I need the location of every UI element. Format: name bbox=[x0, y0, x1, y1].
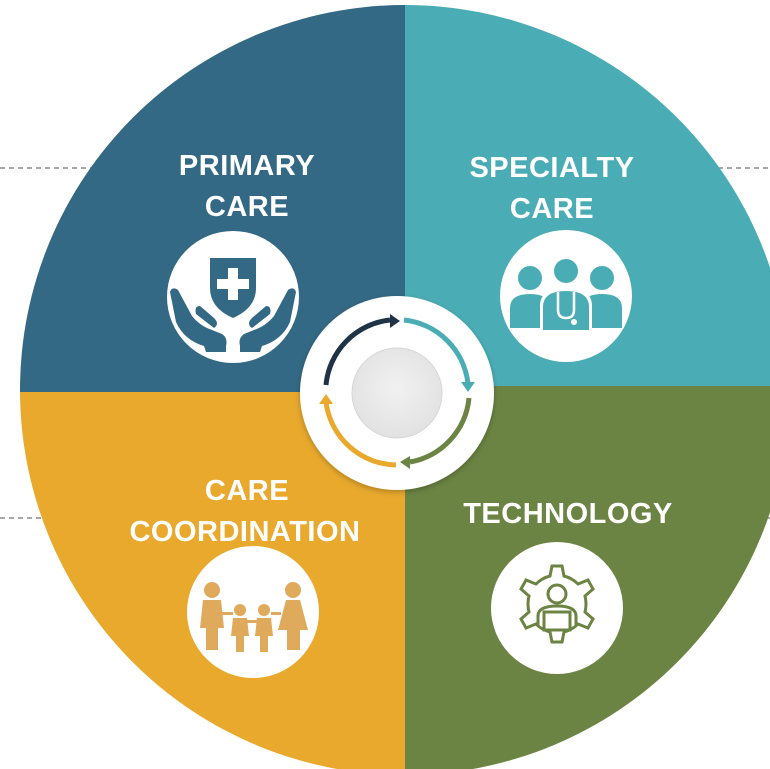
care-coordination-label-line2: COORDINATION bbox=[129, 516, 360, 548]
technology-label: TECHNOLOGY bbox=[463, 498, 673, 530]
care-coordination-label-line1: CARE bbox=[205, 475, 289, 507]
family-icon bbox=[187, 546, 319, 678]
hands-shield-cross-icon bbox=[167, 231, 299, 363]
medical-team-icon bbox=[500, 230, 632, 362]
specialty-care-label-line2: CARE bbox=[510, 193, 594, 225]
gear-user-icon bbox=[491, 542, 623, 674]
specialty-care-label-line1: SPECIALTY bbox=[469, 152, 634, 184]
primary-care-label-line1: PRIMARY bbox=[179, 150, 315, 182]
primary-care-label-line2: CARE bbox=[205, 191, 289, 223]
cycle-arrows-icon bbox=[300, 296, 494, 490]
